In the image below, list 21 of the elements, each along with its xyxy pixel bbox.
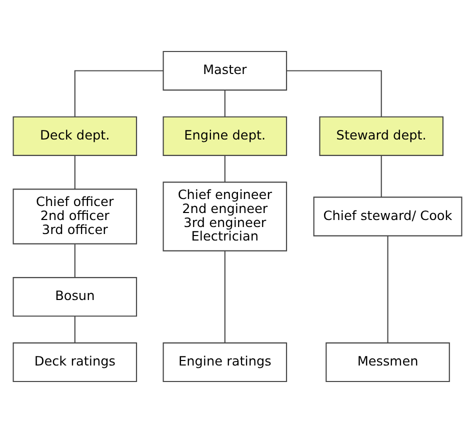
connector xyxy=(74,244,75,278)
node-box: Deck dept. xyxy=(12,116,137,156)
connector xyxy=(74,316,75,343)
connector xyxy=(286,70,382,117)
node-box: Engine ratings xyxy=(162,342,287,382)
connector xyxy=(386,236,388,343)
connector xyxy=(74,156,75,190)
node-box: Engine dept. xyxy=(162,116,287,156)
connector xyxy=(380,156,382,197)
connector xyxy=(74,70,163,117)
node-box: Messmen xyxy=(325,342,450,382)
node-box: Chief engineer 2nd engineer 3rd engineer Electrician xyxy=(162,182,287,252)
connector xyxy=(224,90,225,117)
node-box: Chief steward/ Cook xyxy=(312,196,462,236)
connector xyxy=(224,251,225,343)
node-box: Master xyxy=(162,50,287,91)
node-box: Bosun xyxy=(12,277,137,317)
connector xyxy=(224,156,225,182)
node-box: Steward dept. xyxy=(318,116,443,156)
node-box: Deck ratings xyxy=(12,342,137,382)
node-box: Chief officer 2nd officer 3rd officer xyxy=(12,188,137,244)
